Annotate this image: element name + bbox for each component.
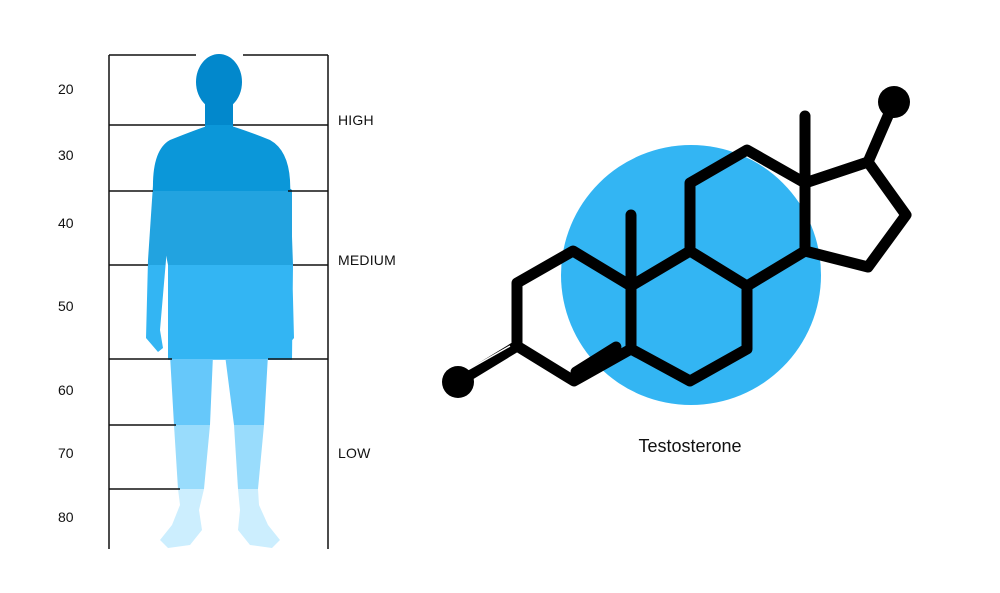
hydroxyl-atom (878, 86, 910, 118)
age-tick-40: 40 (58, 215, 74, 231)
testosterone-molecule (442, 86, 912, 405)
age-tick-60: 60 (58, 382, 74, 398)
age-tick-80: 80 (58, 509, 74, 525)
age-tick-20: 20 (58, 81, 74, 97)
level-label-high: HIGH (338, 112, 374, 128)
oxygen-atom (442, 366, 474, 398)
human-body-silhouette (146, 54, 294, 548)
age-tick-50: 50 (58, 298, 74, 314)
level-label-medium: MEDIUM (338, 252, 396, 268)
scale-frame (108, 54, 329, 549)
age-tick-30: 30 (58, 147, 74, 163)
age-tick-70: 70 (58, 445, 74, 461)
molecule-caption: Testosterone (638, 436, 742, 456)
level-label-low: LOW (338, 445, 371, 461)
